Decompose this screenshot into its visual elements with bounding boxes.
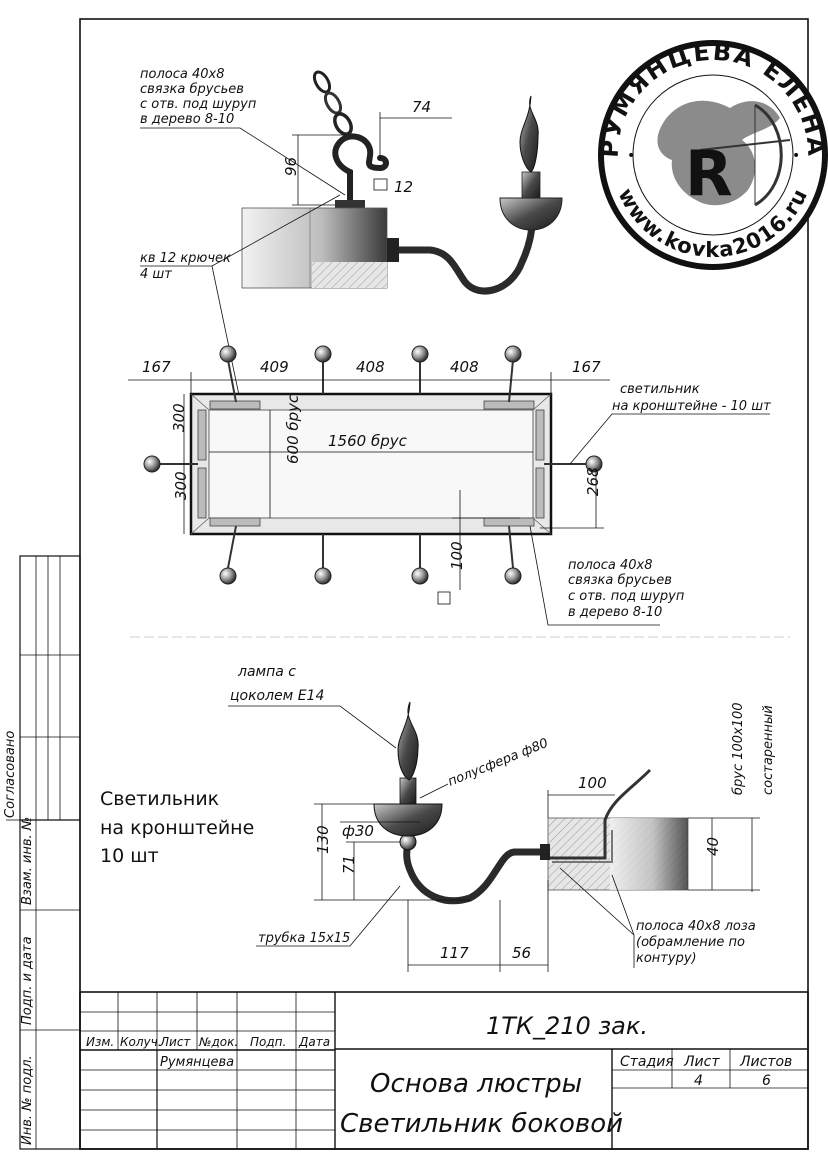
svg-text:полоса 40х8 лоза: полоса 40х8 лоза bbox=[636, 919, 756, 934]
flame bbox=[519, 95, 539, 173]
svg-text:(обрамление по: (обрамление по bbox=[636, 935, 745, 950]
dim-top-1: 167 bbox=[142, 358, 171, 376]
svg-text:состаренный: состаренный bbox=[761, 705, 776, 795]
author-name: Румянцева bbox=[160, 1055, 234, 1070]
svg-text:трубка 15х15: трубка 15х15 bbox=[258, 931, 350, 946]
bracket-arm bbox=[399, 221, 536, 295]
sheet-label: Лист bbox=[683, 1054, 720, 1070]
svg-text:цоколем Е14: цоколем Е14 bbox=[230, 688, 324, 704]
dim-600: 600 брус bbox=[284, 394, 302, 464]
dim-top-5: 167 bbox=[572, 358, 601, 376]
plan-view: 167 409 408 408 167 300 300 600 брус 156… bbox=[128, 345, 771, 626]
top-view: 74 96 12 полоса 40x8 связка брусьев с от… bbox=[140, 67, 563, 401]
sheet-value: 4 bbox=[694, 1073, 703, 1089]
svg-text:с отв. под шуруп: с отв. под шуруп bbox=[568, 589, 685, 604]
hdr-podp: Подп. bbox=[250, 1035, 286, 1049]
sheets-label: Листов bbox=[739, 1054, 792, 1070]
note-bracket: светильник на кронштейне - 10 шт bbox=[569, 382, 771, 465]
company-stamp: РУМЯНЦЕВА ЕЛЕНА www.kovka2016.ru • • R bbox=[596, 38, 828, 270]
hdr-ndok: №док. bbox=[198, 1035, 238, 1049]
svg-text:на кронштейне: на кронштейне bbox=[100, 817, 254, 839]
svg-text:Светильник: Светильник bbox=[100, 788, 219, 810]
svg-text:10 шт: 10 шт bbox=[100, 845, 159, 867]
svg-text:•: • bbox=[627, 148, 635, 164]
stamp-monogram: R bbox=[685, 137, 733, 210]
svg-text:•: • bbox=[792, 148, 800, 164]
side-view: 130 71 ф30 100 40 117 56 лампа с цоколем… bbox=[100, 664, 776, 972]
title-line-2: Светильник боковой bbox=[340, 1109, 623, 1139]
doc-code: 1ТК_210 зак. bbox=[486, 1012, 648, 1040]
dim-117: 117 bbox=[440, 944, 469, 962]
dim-56: 56 bbox=[512, 944, 531, 962]
hdr-izm: Изм. bbox=[86, 1035, 114, 1049]
dim-top-3: 408 bbox=[356, 358, 385, 376]
dim-130: 130 bbox=[314, 825, 332, 854]
dim-268: 268 bbox=[584, 467, 602, 496]
vine-strip bbox=[548, 768, 652, 860]
note-hemisphere: полусфера ф80 bbox=[446, 736, 551, 790]
title-block: Изм. Колуч. Лист №док. Подп. Дата Румянц… bbox=[79, 991, 809, 1150]
dim-top-2: 409 bbox=[260, 358, 289, 376]
dim-12: 12 bbox=[394, 178, 413, 196]
dim-1560: 1560 брус bbox=[328, 432, 408, 450]
hook-base bbox=[335, 200, 365, 208]
hook bbox=[332, 133, 389, 208]
hdr-list: Лист bbox=[159, 1035, 191, 1049]
dim-d30: ф30 bbox=[342, 822, 374, 840]
title-line-1: Основа люстры bbox=[370, 1069, 582, 1099]
sheets-value: 6 bbox=[762, 1073, 771, 1089]
svg-text:светильник: светильник bbox=[620, 382, 700, 397]
note-strip-plan: полоса 40x8 связка брусьев с отв. под шу… bbox=[529, 525, 685, 626]
dim-300a: 300 bbox=[170, 403, 188, 432]
dim-100-side: 100 bbox=[578, 774, 607, 792]
dim-top-4: 408 bbox=[450, 358, 479, 376]
dim-300b: 300 bbox=[172, 471, 190, 500]
dim-40: 40 bbox=[704, 837, 722, 856]
svg-text:в дерево 8-10: в дерево 8-10 bbox=[568, 605, 662, 620]
beam-section-hatch bbox=[312, 262, 387, 288]
square-symbol bbox=[373, 178, 388, 191]
bracket-knobs bbox=[143, 345, 603, 585]
svg-text:контуру): контуру) bbox=[636, 951, 697, 966]
note-hook: кв 12 крючек 4 шт bbox=[140, 194, 341, 401]
hemisphere bbox=[373, 803, 443, 837]
archer-emblem bbox=[657, 100, 791, 207]
beam-frame-inner bbox=[208, 409, 534, 519]
hdr-data: Дата bbox=[298, 1035, 330, 1049]
dim-96: 96 bbox=[282, 157, 300, 176]
svg-text:в дерево 8-10: в дерево 8-10 bbox=[140, 112, 234, 127]
note-tube: трубка 15х15 bbox=[256, 885, 401, 947]
svg-text:с отв. под шуруп: с отв. под шуруп bbox=[140, 97, 257, 112]
stage-label: Стадия bbox=[620, 1054, 674, 1070]
dim-71: 71 bbox=[340, 855, 358, 874]
svg-text:кв 12 крючек: кв 12 крючек bbox=[140, 251, 231, 266]
chain bbox=[312, 70, 353, 136]
lamp-cup bbox=[499, 197, 563, 231]
note-beam: брус 100х100 состаренный bbox=[731, 702, 776, 795]
dim-100-plan: 100 bbox=[448, 541, 466, 570]
svg-text:лампа с: лампа с bbox=[237, 664, 296, 680]
label-replaced: Взам. инв. № bbox=[20, 817, 35, 905]
hdr-koluch: Колуч. bbox=[120, 1035, 162, 1049]
flame-side bbox=[397, 701, 419, 781]
label-inv-no: Инв. № подл. bbox=[20, 1055, 35, 1145]
side-column: Согласовано Взам. инв. № Подп. и дата Ин… bbox=[3, 555, 81, 1150]
svg-text:полоса 40x8: полоса 40x8 bbox=[140, 67, 224, 82]
svg-text:брус 100х100: брус 100х100 bbox=[731, 702, 746, 795]
svg-text:4 шт: 4 шт bbox=[140, 267, 172, 282]
note-lamp: лампа с цоколем Е14 bbox=[228, 664, 397, 749]
note-vine: полоса 40х8 лоза (обрамление по контуру) bbox=[559, 867, 756, 968]
label-sign-date: Подп. и дата bbox=[20, 936, 35, 1025]
side-caption: Светильник на кронштейне 10 шт bbox=[100, 788, 254, 867]
svg-text:связка брусьев: связка брусьев bbox=[568, 573, 672, 588]
note-strip-top: полоса 40x8 связка брусьев с отв. под шу… bbox=[140, 67, 346, 196]
svg-text:связка брусьев: связка брусьев bbox=[140, 82, 244, 97]
dim-74: 74 bbox=[412, 98, 431, 116]
svg-text:на кронштейне - 10 шт: на кронштейне - 10 шт bbox=[612, 399, 771, 414]
label-agreed: Согласовано bbox=[3, 731, 18, 818]
square-symbol-plan bbox=[437, 591, 451, 605]
tube-arm bbox=[403, 841, 540, 905]
svg-text:полоса 40x8: полоса 40x8 bbox=[568, 558, 652, 573]
